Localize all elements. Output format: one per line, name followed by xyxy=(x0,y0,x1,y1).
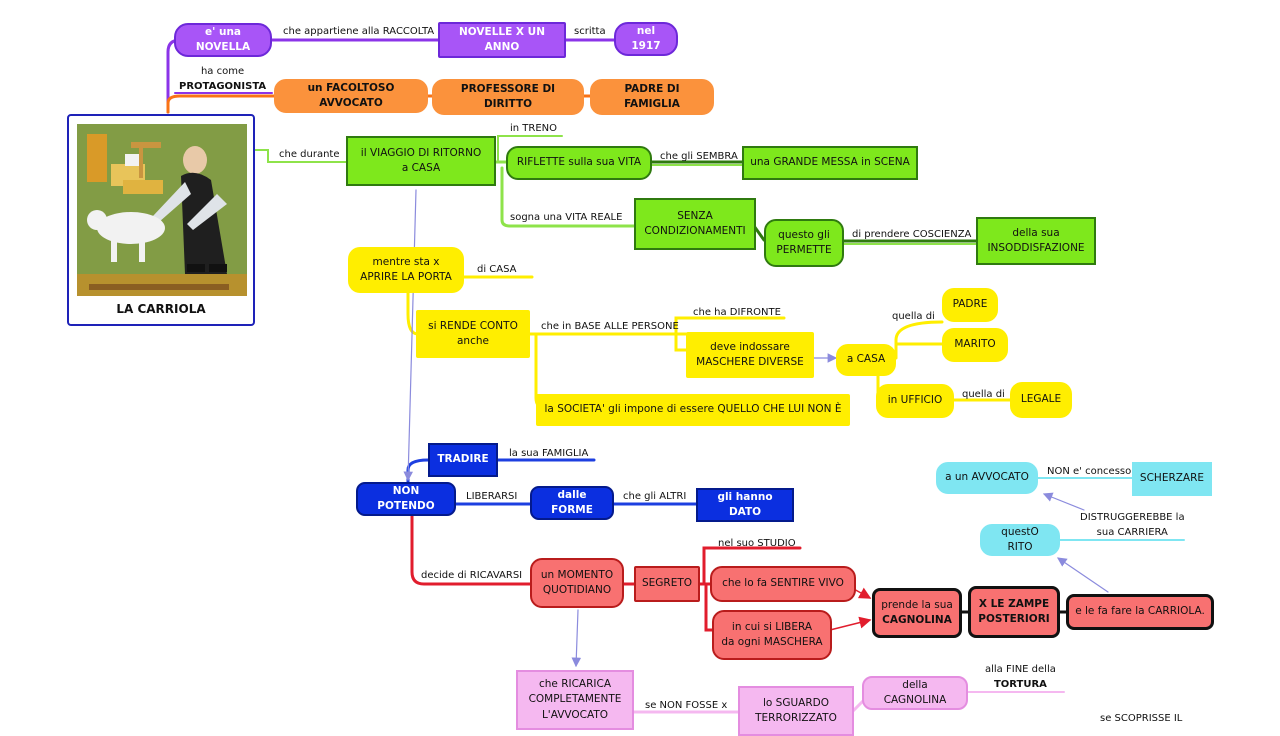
node-messa-scena: una GRANDE MESSA in SCENA xyxy=(742,146,918,180)
node-padre-famiglia: PADRE DI FAMIGLIA xyxy=(590,79,714,115)
label-appartiene: che appartiene alla RACCOLTA xyxy=(283,26,435,37)
label-quella-di-2: quella di xyxy=(962,389,1005,400)
concept-map: LA CARRIOLA e' una NOVELLA che appartien… xyxy=(67,22,1214,736)
node-questo-rito: questO RITO xyxy=(980,524,1060,556)
node-hanno-dato: gli hanno DATO xyxy=(696,488,794,522)
man-and-dog-illustration xyxy=(77,124,247,296)
label-altri: che gli ALTRI xyxy=(623,491,687,502)
node-segreto: SEGRETO xyxy=(634,566,700,602)
node-novella: e' una NOVELLA xyxy=(174,23,272,57)
node-non-potendo: NON POTENDO xyxy=(356,482,456,516)
label-quella-di-1: quella di xyxy=(892,311,935,322)
node-anno: nel 1917 xyxy=(614,22,678,56)
node-dalle-forme: dalle FORME xyxy=(530,486,614,520)
root-title: LA CARRIOLA xyxy=(116,302,206,316)
node-societa: la SOCIETA' gli impone di essere QUELLO … xyxy=(536,394,850,426)
node-padre: PADRE xyxy=(942,288,998,322)
node-raccolta: NOVELLE X UN ANNO xyxy=(438,22,566,58)
node-a-un-avvocato: a un AVVOCATO xyxy=(936,462,1038,494)
label-non-concesso: NON e' concesso xyxy=(1047,466,1132,477)
node-ufficio: in UFFICIO xyxy=(876,384,954,418)
node-riflette: RIFLETTE sulla sua VITA xyxy=(506,146,652,180)
node-sentire-vivo: che lo fa SENTIRE VIVO xyxy=(710,566,856,602)
label-prendere-coscienza: di prendere COSCIENZA xyxy=(852,229,972,240)
node-legale: LEGALE xyxy=(1010,382,1072,418)
label-scoprisse: se SCOPRISSE IL xyxy=(1100,713,1183,724)
label-sembra: che gli SEMBRA xyxy=(660,151,738,162)
node-marito: MARITO xyxy=(942,328,1008,362)
label-non-fosse: se NON FOSSE x xyxy=(645,700,728,711)
node-della-cagnolina: della CAGNOLINA xyxy=(862,676,968,710)
label-sua-famiglia: la sua FAMIGLIA xyxy=(509,448,589,459)
label-difronte: che ha DIFRONTE xyxy=(693,307,781,318)
node-avvocato: un FACOLTOSO AVVOCATO xyxy=(274,79,428,113)
root-card-la-carriola: LA CARRIOLA xyxy=(67,114,255,326)
label-scritta: scritta xyxy=(574,26,606,37)
node-tradire: TRADIRE xyxy=(428,443,498,477)
node-carriola: e le fa fare la CARRIOLA. xyxy=(1066,594,1214,630)
label-liberarsi: LIBERARSI xyxy=(466,491,518,502)
node-a-casa: a CASA xyxy=(836,344,896,376)
label-che-durante: che durante xyxy=(279,149,340,160)
label-base-persone: che in BASE ALLE PERSONE xyxy=(541,321,679,332)
label-studio: nel suo STUDIO xyxy=(718,538,796,549)
label-di-casa: di CASA xyxy=(477,264,517,275)
label-in-treno: in TRENO xyxy=(510,123,558,134)
label-ricavarsi: decide di RICAVARSI xyxy=(421,570,523,581)
connector-lines xyxy=(166,38,1185,714)
label-vita-reale: sogna una VITA REALE xyxy=(510,212,623,223)
node-professore: PROFESSORE DI DIRITTO xyxy=(432,79,584,115)
node-scherzare: SCHERZARE xyxy=(1132,462,1212,496)
